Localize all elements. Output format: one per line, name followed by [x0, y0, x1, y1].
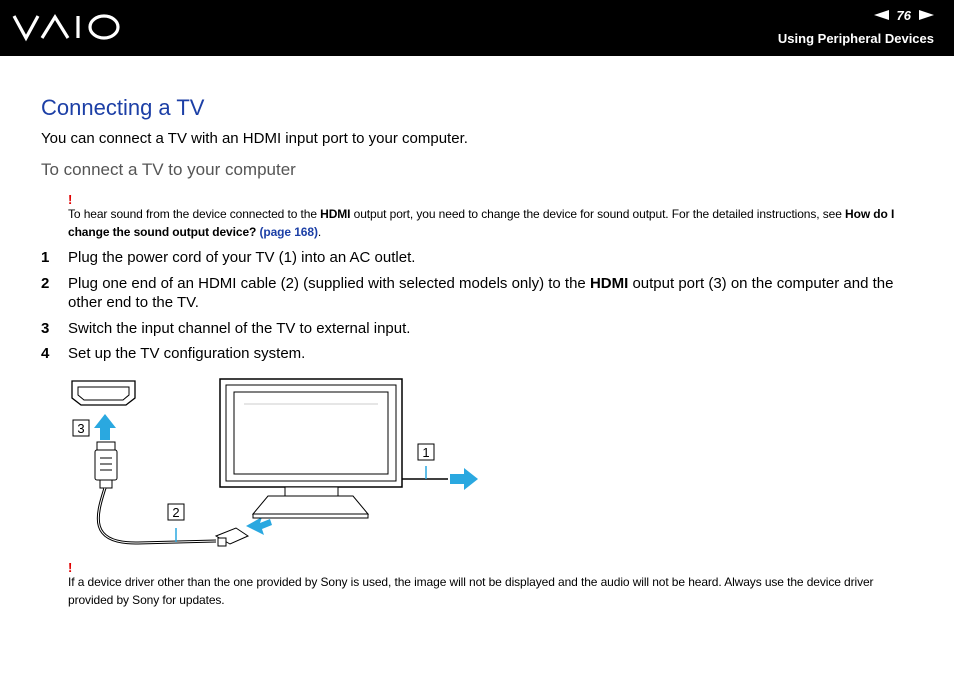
- page-168-link[interactable]: (page 168): [259, 225, 318, 239]
- hdmi-cable: [96, 487, 217, 545]
- tv-screen: [233, 391, 389, 475]
- connect-arrow-icon: [246, 517, 272, 535]
- prev-page-icon[interactable]: [873, 10, 889, 20]
- callout-1: 1: [422, 445, 429, 460]
- next-page-icon[interactable]: [919, 10, 934, 20]
- callout-3: 3: [77, 421, 84, 436]
- vaio-logo: [12, 12, 122, 47]
- warning-icon-2: !: [68, 560, 73, 575]
- page-number: 76: [896, 7, 911, 23]
- note-sound-output: To hear sound from the device connected …: [68, 207, 895, 239]
- warning-icon: !: [68, 192, 73, 207]
- tv-stand: [251, 495, 370, 515]
- page-nav: 76: [873, 6, 934, 24]
- hdmi-port-icon: [71, 380, 136, 406]
- page-title: Connecting a TV: [41, 95, 205, 120]
- page-header: 76 Using Peripheral Devices: [0, 0, 954, 56]
- intro-text: You can connect a TV with an HDMI input …: [41, 130, 468, 147]
- callout-2: 2: [172, 505, 179, 520]
- section-title: Using Peripheral Devices: [777, 31, 934, 46]
- note-device-driver: If a device driver other than the one pr…: [68, 575, 874, 607]
- insert-arrow-icon: [94, 414, 116, 440]
- ac-outlet-arrow-icon: [450, 468, 478, 490]
- procedure-heading: To connect a TV to your computer: [41, 160, 296, 179]
- tv-connection-diagram: 3 2 1: [68, 376, 488, 556]
